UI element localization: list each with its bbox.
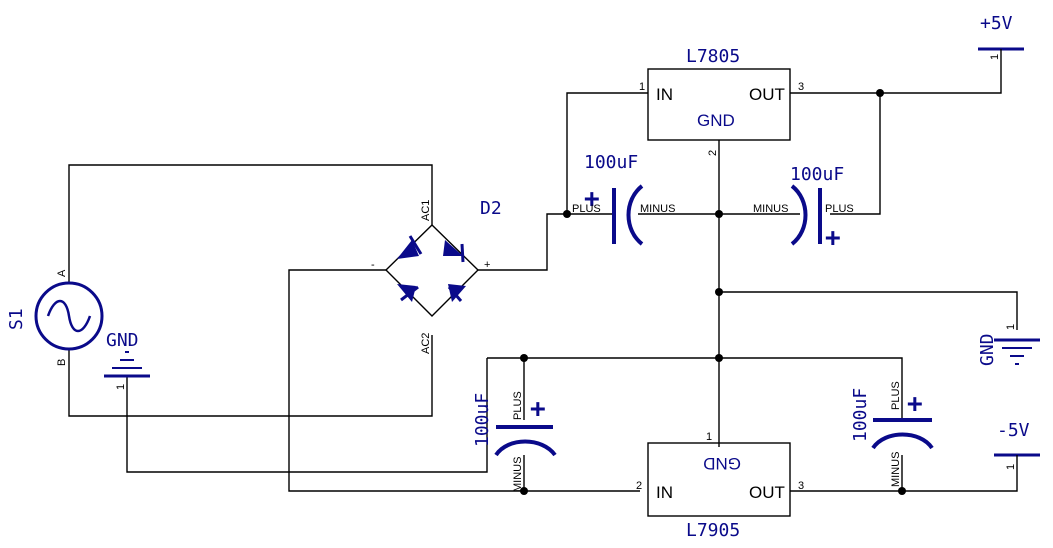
c2-minus-label: MINUS bbox=[753, 203, 788, 215]
capacitor-c4: 100uF + PLUS MINUS bbox=[850, 381, 934, 487]
c3-plus-label: PLUS bbox=[512, 391, 524, 420]
c4-plus-label: PLUS bbox=[890, 381, 902, 410]
gnd-right-pin: 1 bbox=[1005, 324, 1017, 330]
l7805-pin-in: 1 bbox=[639, 81, 645, 93]
vneg-label: -5V bbox=[997, 420, 1030, 441]
c1-minus-label: MINUS bbox=[640, 203, 675, 215]
junction-dot bbox=[715, 354, 723, 362]
l7905-pin-in: 2 bbox=[636, 480, 642, 492]
c2-plus-label: PLUS bbox=[825, 203, 854, 215]
diode-icon bbox=[447, 284, 466, 302]
vpos-pin: 1 bbox=[989, 54, 1001, 60]
c4-minus-label: MINUS bbox=[890, 452, 902, 487]
c2-plus-sign: + bbox=[825, 223, 841, 253]
c3-plus-sign: + bbox=[530, 394, 546, 424]
junction-dot bbox=[520, 487, 528, 495]
source-pin-b: B bbox=[56, 359, 68, 366]
source-ref-label: S1 bbox=[6, 308, 27, 330]
c1-value-label: 100uF bbox=[584, 152, 638, 173]
junction-dot bbox=[715, 288, 723, 296]
l7805-pin-gnd: 2 bbox=[707, 150, 719, 156]
sine-wave-icon bbox=[46, 299, 92, 333]
power-vneg: -5V 1 bbox=[994, 420, 1040, 470]
bridge-ref-label: D2 bbox=[480, 198, 502, 219]
junction-dots bbox=[520, 89, 906, 495]
l7905-out-label: OUT bbox=[749, 483, 785, 502]
regulator-l7805: L7805 IN OUT GND 1 2 3 bbox=[639, 46, 804, 156]
vneg-pin: 1 bbox=[1005, 464, 1017, 470]
diode-icon bbox=[443, 240, 465, 263]
ac-source-s1: S1 A B bbox=[6, 269, 104, 366]
l7905-gnd-label: GND bbox=[703, 454, 741, 473]
l7905-in-label: IN bbox=[656, 483, 673, 502]
source-pin-a: A bbox=[56, 269, 68, 277]
gnd-right-label: GND bbox=[977, 333, 998, 366]
l7905-pin-gnd: 1 bbox=[706, 431, 712, 443]
diode-icon bbox=[397, 235, 423, 259]
c2-value-label: 100uF bbox=[790, 164, 844, 185]
l7805-out-label: OUT bbox=[749, 85, 785, 104]
vpos-label: +5V bbox=[980, 13, 1013, 34]
gnd-left-pin: 1 bbox=[115, 384, 127, 390]
gnd-left: GND 1 bbox=[104, 330, 150, 390]
l7905-pin-out: 3 bbox=[798, 480, 804, 492]
l7805-pin-out: 3 bbox=[798, 81, 804, 93]
c1-plus-sign: + bbox=[584, 184, 600, 214]
junction-dot bbox=[898, 487, 906, 495]
junction-dot bbox=[715, 210, 723, 218]
ac-source-icon bbox=[34, 281, 104, 351]
c3-minus-label: MINUS bbox=[512, 457, 524, 492]
bridge-pin-minus: - bbox=[371, 259, 375, 271]
junction-dot bbox=[520, 354, 528, 362]
l7805-part-label: L7805 bbox=[686, 46, 740, 67]
capacitor-c2: 100uF + MINUS PLUS bbox=[753, 164, 854, 253]
l7905-part-label: L7905 bbox=[686, 520, 740, 541]
capacitor-c3: 100uF + PLUS MINUS bbox=[472, 391, 557, 492]
c4-value-label: 100uF bbox=[850, 388, 871, 442]
regulator-l7905: L7905 IN OUT GND 1 2 3 bbox=[636, 431, 804, 541]
c4-plus-sign: + bbox=[907, 389, 923, 419]
bridge-rectifier-d2: D2 AC1 AC2 - + bbox=[371, 198, 502, 354]
power-vpos: +5V 1 bbox=[978, 13, 1024, 64]
l7805-in-label: IN bbox=[656, 85, 673, 104]
c3-value-label: 100uF bbox=[472, 393, 493, 447]
junction-dot bbox=[563, 210, 571, 218]
junction-dot bbox=[876, 89, 884, 97]
bridge-pin-ac2: AC2 bbox=[420, 333, 432, 354]
gnd-right: GND 1 bbox=[977, 324, 1040, 366]
bridge-pin-plus: + bbox=[484, 259, 490, 271]
gnd-left-label: GND bbox=[106, 330, 139, 351]
bridge-pin-ac1: AC1 bbox=[420, 200, 432, 221]
l7805-gnd-label: GND bbox=[697, 111, 735, 130]
c1-plus-label: PLUS bbox=[572, 203, 601, 215]
capacitor-c1: 100uF + PLUS MINUS bbox=[572, 152, 675, 246]
diode-icon bbox=[397, 284, 419, 302]
